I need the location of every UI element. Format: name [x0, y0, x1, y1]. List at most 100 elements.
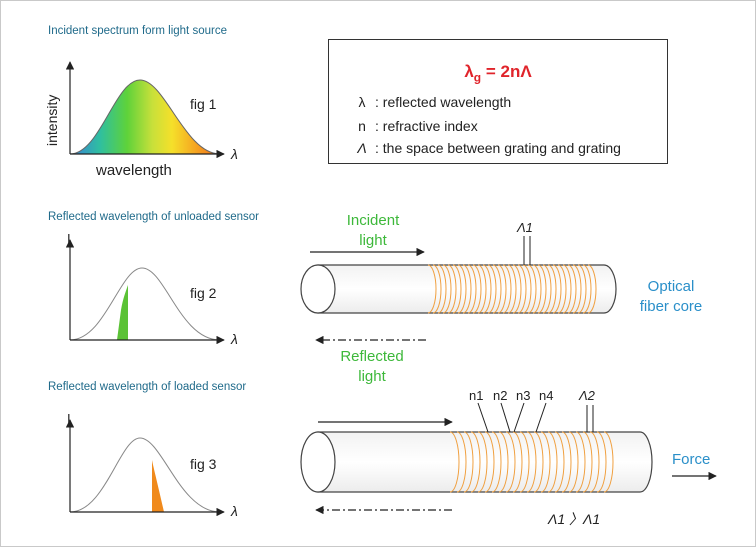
fiber2-body: [317, 431, 653, 493]
fiber2-n3-leader: [513, 402, 525, 433]
fig3-section-title: Reflected wavelength of loaded sensor: [48, 381, 247, 393]
grating-line: [540, 431, 551, 493]
n1-label: n1: [469, 388, 484, 403]
grating-line: [537, 264, 547, 314]
fiber2-end-face: [300, 431, 336, 493]
fig1-x-symbol: λ: [231, 146, 238, 162]
fiber1-grating: [427, 264, 597, 314]
fig3-curve: [69, 437, 221, 513]
grating-line: [577, 264, 587, 314]
fig2-reflected-band: [117, 285, 128, 340]
grating-line: [437, 264, 447, 314]
fiber2-grating: [449, 431, 614, 493]
grating-line: [497, 264, 507, 314]
grating-line: [449, 431, 460, 493]
grating-line: [492, 264, 502, 314]
fiber2-diagram: [300, 402, 717, 515]
force-label: Force: [672, 451, 711, 468]
grating-line: [470, 431, 481, 493]
grating-line: [505, 431, 516, 493]
grating-line: [477, 431, 488, 493]
fig3-ylabel: I: [67, 411, 71, 426]
grating-line: [572, 264, 582, 314]
fiber1-end-face: [300, 264, 336, 314]
grating-line: [467, 264, 477, 314]
grating-line: [484, 431, 495, 493]
grating-line: [532, 264, 542, 314]
fiber2-n2-leader: [500, 402, 511, 433]
grating-line: [502, 264, 512, 314]
grating-line: [512, 264, 522, 314]
grating-line: [463, 431, 474, 493]
grating-line: [442, 264, 452, 314]
fig1-xlabel: wavelength: [96, 162, 172, 179]
grating-line: [562, 264, 572, 314]
fiber1-period-label: Λ1: [517, 220, 533, 235]
grating-line: [547, 264, 557, 314]
n3-label: n3: [516, 388, 531, 403]
grating-line: [456, 431, 467, 493]
grating-line: [552, 264, 562, 314]
grating-line: [498, 431, 509, 493]
grating-line: [491, 431, 502, 493]
grating-line: [487, 264, 497, 314]
grating-line: [603, 431, 614, 493]
fig1-spectrum-fill: [70, 80, 220, 154]
grating-line: [482, 264, 492, 314]
fig3-chart: [65, 419, 225, 517]
fiber2-n4-leader: [535, 402, 547, 433]
fiber1-diagram: [300, 236, 617, 345]
grating-line: [568, 431, 579, 493]
fig1-chart: [65, 61, 225, 159]
grating-line: [596, 431, 607, 493]
grating-line: [582, 264, 592, 314]
grating-line: [522, 264, 532, 314]
fig2-x-symbol: λ: [231, 331, 238, 347]
grating-line: [512, 431, 523, 493]
grating-line: [554, 431, 565, 493]
fig3-reflected-band: [152, 460, 164, 512]
grating-line: [557, 264, 567, 314]
formula-row-lambda: λ: reflected wavelength: [358, 94, 512, 110]
fig2-section-title: Reflected wavelength of unloaded sensor: [48, 211, 259, 223]
grating-line: [527, 264, 537, 314]
fiber1-body: [317, 264, 617, 314]
fig3-label: fig 3: [190, 456, 217, 472]
grating-line: [587, 264, 597, 314]
n2-label: n2: [493, 388, 508, 403]
grating-line: [462, 264, 472, 314]
grating-line: [507, 264, 517, 314]
grating-line: [547, 431, 558, 493]
fiber2-period-label: Λ2: [579, 388, 595, 403]
grating-line: [589, 431, 600, 493]
grating-line: [452, 264, 462, 314]
grating-line: [533, 431, 544, 493]
formula-box: λg = 2nΛ λ: reflected wavelength n: refr…: [328, 39, 668, 164]
grating-line: [519, 431, 530, 493]
grating-line: [575, 431, 586, 493]
grating-line: [561, 431, 572, 493]
grating-line: [567, 264, 577, 314]
fig2-curve: [69, 267, 221, 341]
grating-line: [427, 264, 437, 314]
grating-line: [517, 264, 527, 314]
grating-line: [526, 431, 537, 493]
grating-line: [582, 431, 593, 493]
grating-line: [457, 264, 467, 314]
fig3-x-symbol: λ: [231, 503, 238, 519]
fig2-chart: [65, 239, 225, 345]
fig1-label: fig 1: [190, 96, 217, 112]
grating-line: [447, 264, 457, 314]
fig1-section-title: Incident spectrum form light source: [48, 25, 227, 37]
grating-line: [472, 264, 482, 314]
fig1-spectrum-curve: [69, 79, 221, 155]
grating-line: [477, 264, 487, 314]
fig2-ylabel: I: [67, 231, 71, 246]
fig2-label: fig 2: [190, 285, 217, 301]
period-comparison: Λ1 〉Λ1: [548, 511, 601, 527]
grating-line: [542, 264, 552, 314]
fig1-ylabel: intensity: [44, 94, 60, 146]
